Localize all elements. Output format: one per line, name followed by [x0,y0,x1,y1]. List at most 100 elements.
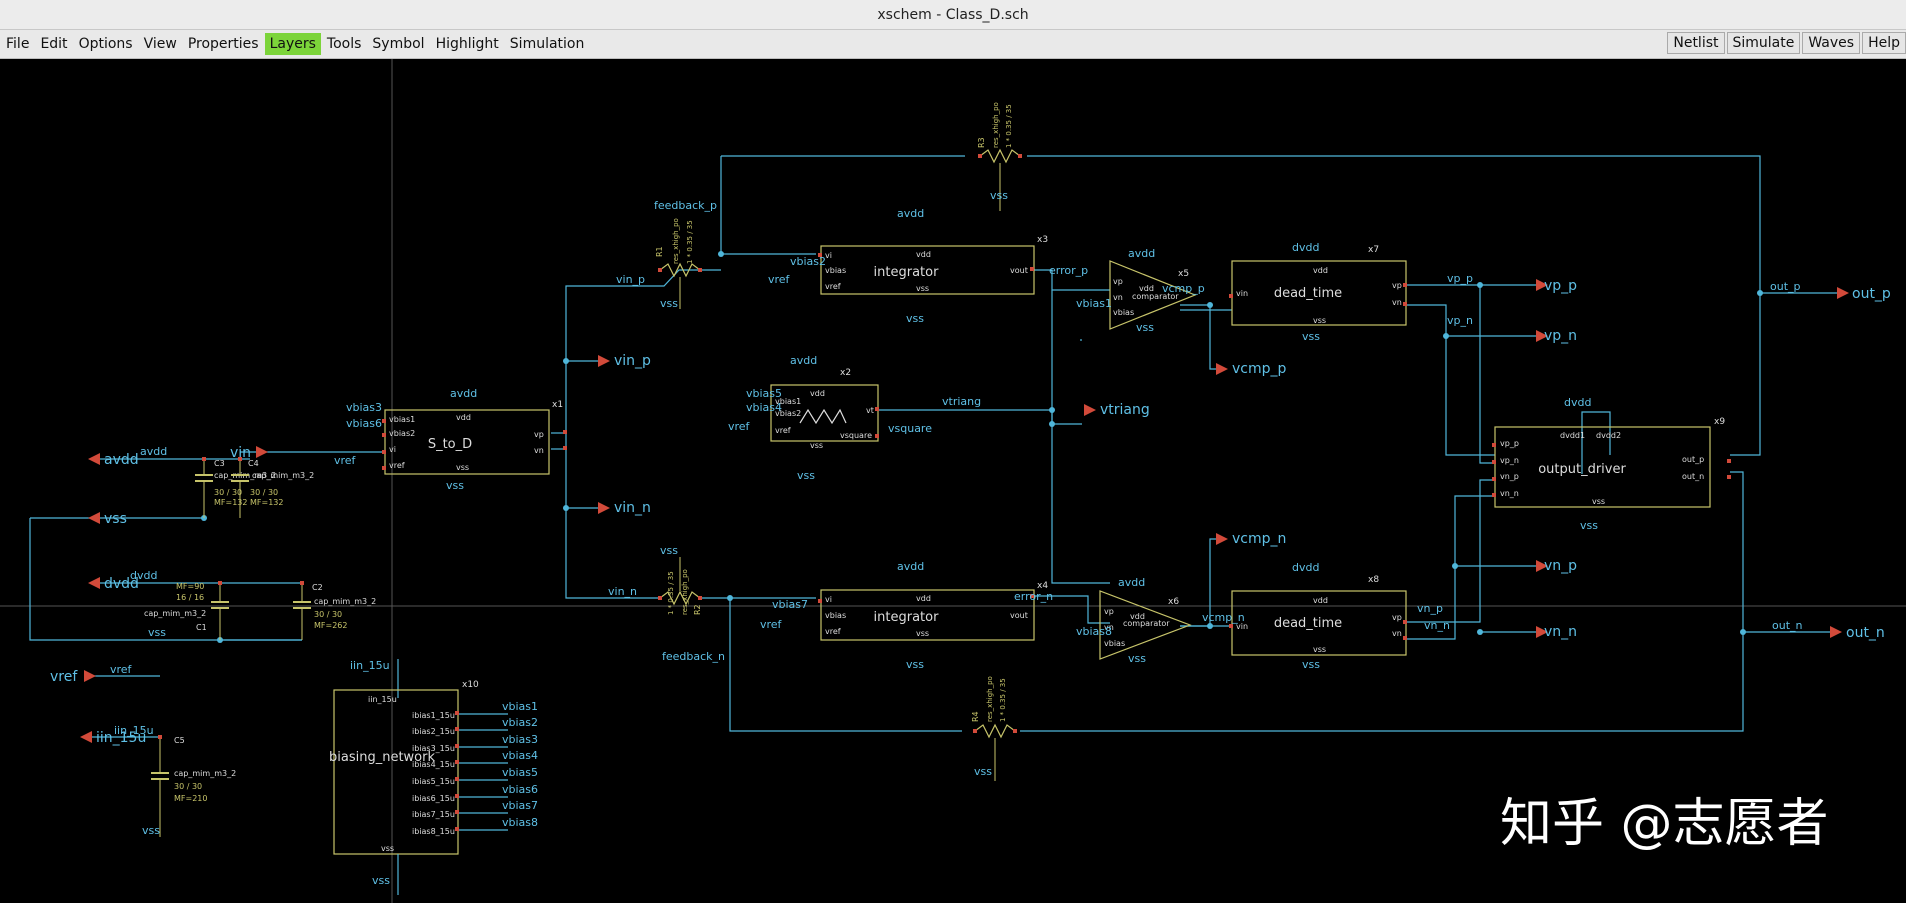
label-vref: vref [110,663,133,676]
port-vn-n: vn_n [1544,624,1577,640]
window-title-bar: xschem - Class_D.sch [0,0,1906,30]
block-output-driver[interactable]: output_driver x9 vp_p vp_n vn_p vn_n dvd… [1494,417,1725,508]
port-vin-p: vin_p [614,353,651,369]
label-avdd-cmpp: avdd [1128,247,1155,260]
c2-ref: C2 [312,583,323,592]
label-vss-r2: vss [660,544,678,557]
block-dead-time-n[interactable]: dead_time x8 vin vdd vss vp vn [1231,575,1407,656]
block-dead-time-p[interactable]: dead_time x7 vin vdd vss vp vn [1231,245,1407,326]
block-s-to-d[interactable]: S_to_D x1 vbias1 vbias2 vi vref vdd vss … [384,400,563,475]
s-to-d-pin-vbias1: vbias1 [389,415,415,424]
label-vsquare: vsquare [888,422,932,435]
c4-model: cap_mim_m3_2 [252,471,314,480]
label-vbias4: vbias4 [746,401,782,414]
dt-p-inst: x7 [1368,245,1379,255]
label-vbias1-out: vbias1 [502,700,538,713]
cmp-n-pin-vp: vp [1104,607,1114,616]
label-vss-intp: vss [906,312,924,325]
menu-tools[interactable]: Tools [326,36,362,52]
port-out-p: out_p [1852,286,1891,302]
c5-mf: MF=210 [174,794,207,803]
label-vss-tri: vss [797,469,815,482]
int-n-name: integrator [874,610,940,625]
menu-highlight[interactable]: Highlight [435,36,499,52]
label-vcmp-n: vcmp_n [1202,611,1245,624]
port-vcmp-n: vcmp_n [1232,531,1286,547]
bias-pin-vss: vss [381,844,394,853]
resistor-r1[interactable]: R1 res_xhigh_po 1 * 0.35 / 35 [655,218,701,309]
c1-model: cap_mim_m3_2 [144,609,206,618]
resistor-r3[interactable]: R3 res_xhigh_po 1 * 0.35 / 35 [977,102,1021,211]
port-iin: iin_15u [96,730,146,746]
c3-mf: MF=132 [214,498,247,507]
c4-size: 30 / 30 [250,488,278,497]
menu-properties[interactable]: Properties [187,36,259,52]
int-p-pin-vout: vout [1010,266,1028,275]
label-dvdd-dtp: dvdd [1292,241,1319,254]
simulate-button[interactable]: Simulate [1726,32,1801,54]
drv-pin-vn-p: vn_p [1500,472,1519,481]
label-vss: vss [148,626,166,639]
capacitor-c4[interactable]: C4 cap_mim_m3_2 30 / 30 MF=132 [231,459,314,518]
label-avdd-s2d: avdd [450,387,477,400]
schematic-canvas[interactable]: S_to_D x1 vbias1 vbias2 vi vref vdd vss … [0,59,1906,903]
port-vn-p: vn_p [1544,558,1577,574]
cmp-n-pin-vbias: vbias [1104,639,1125,648]
block-comparator-n[interactable]: x6 comparator vp vn vbias vdd [1099,590,1192,660]
cmp-n-name: comparator [1123,619,1170,628]
help-button[interactable]: Help [1862,32,1906,54]
waves-button[interactable]: Waves [1802,32,1861,54]
dt-p-pin-vp: vp [1392,281,1402,290]
label-out-p: out_p [1770,280,1801,293]
capacitor-c1[interactable]: C1 cap_mim_m3_2 MF=90 16 / 16 [144,582,229,640]
block-integrator-n[interactable]: integrator x4 vi vbias vref vdd vss vout [820,581,1048,641]
menu-layers[interactable]: Layers [264,33,321,55]
capacitor-c2[interactable]: C2 cap_mim_m3_2 30 / 30 MF=262 [293,583,376,640]
cmp-p-pin-vn: vn [1113,293,1123,302]
s-to-d-inst: x1 [552,400,563,410]
label-avdd-tri: avdd [790,354,817,367]
label-error-n: error_n [1014,590,1053,603]
s-to-d-pin-vi: vi [389,445,396,454]
bias-pin-ibias7: ibias7_15u [412,810,455,819]
s-to-d-name: S_to_D [428,437,472,452]
int-n-pin-vdd: vdd [916,594,931,603]
menu-edit[interactable]: Edit [40,36,68,52]
block-biasing-network[interactable]: biasing_network x10 iin_15u ibias1_15u i… [329,680,508,895]
label-vn-n: vn_n [1424,619,1450,632]
r4-value: 1 * 0.35 / 35 [999,678,1007,722]
drv-pin-vp-p: vp_p [1500,439,1519,448]
label-vp-p: vp_p [1447,272,1473,285]
menu-symbol[interactable]: Symbol [372,36,425,52]
menu-options[interactable]: Options [78,36,133,52]
label-avdd-intn: avdd [897,560,924,573]
block-triangle-generator[interactable]: x2 vbias1 vbias2 vref vdd vss vt vsquare [770,368,879,450]
menu-view[interactable]: View [143,36,177,52]
block-comparator-p[interactable]: x5 comparator vp vn vbias vdd [1109,260,1197,330]
label-vbias5: vbias5 [746,387,782,400]
capacitor-c5[interactable]: C5 cap_mim_m3_2 30 / 30 MF=210 [151,736,236,837]
label-vss-s2d: vss [446,479,464,492]
bias-pin-iin: iin_15u [368,695,397,704]
label-vn-p: vn_p [1417,602,1443,615]
port-vref: vref [50,669,78,685]
label-avdd-intp: avdd [897,207,924,220]
resistor-r2[interactable]: R2 res_xhigh_po 1 * 0.35 / 35 [659,557,702,615]
label-vbias4-out: vbias4 [502,749,538,762]
bias-pin-ibias8: ibias8_15u [412,827,455,836]
menu-simulation[interactable]: Simulation [509,36,585,52]
r3-model: res_xhigh_po [992,102,1000,148]
drv-pin-out-p: out_p [1682,455,1704,464]
netlist-button[interactable]: Netlist [1667,32,1725,54]
r4-model: res_xhigh_po [986,676,994,722]
resistor-r4[interactable]: R4 res_xhigh_po 1 * 0.35 / 35 [971,676,1016,781]
menu-file[interactable]: File [6,36,30,52]
tri-pin-vbias1: vbias1 [775,397,801,406]
r2-ref: R2 [693,604,702,615]
dt-p-pin-vin: vin [1236,289,1248,298]
port-vp-p: vp_p [1544,278,1577,294]
junctions [201,251,1763,643]
int-p-pin-vbias: vbias [825,266,846,275]
label-vss-r4: vss [974,765,992,778]
block-integrator-p[interactable]: integrator x3 vi vbias vref vdd vss vout [820,235,1048,295]
